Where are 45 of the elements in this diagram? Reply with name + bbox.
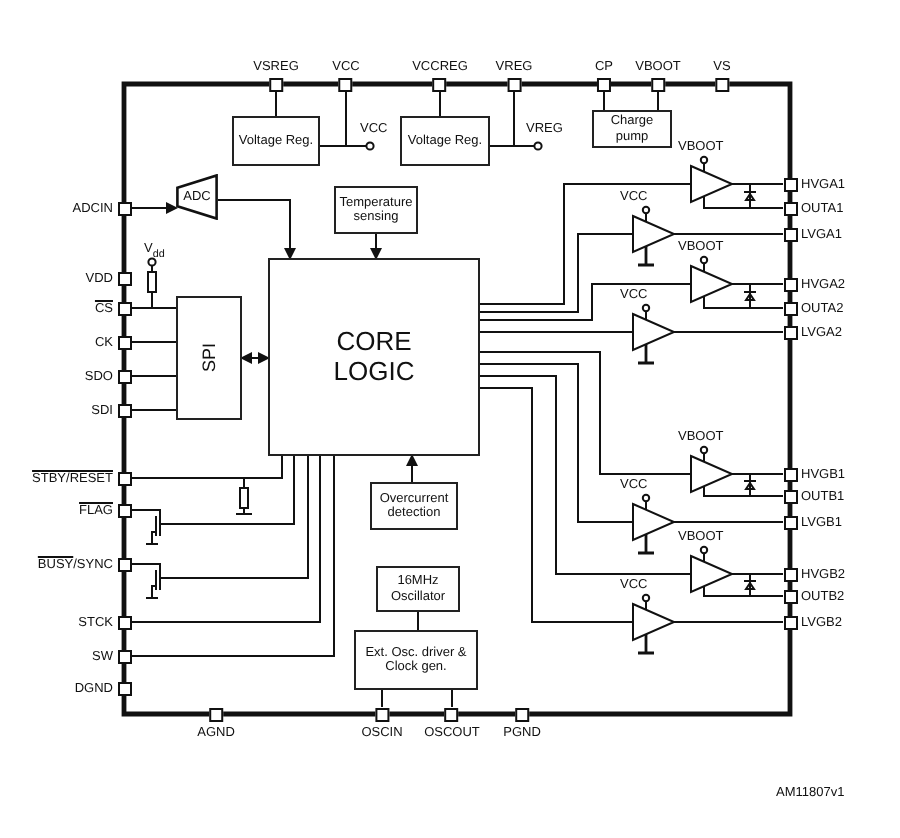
connector-line (703, 585, 784, 597)
connector-line (130, 409, 177, 411)
connector-line (130, 455, 283, 479)
connector-line (703, 485, 784, 497)
connector-line (479, 331, 633, 333)
connector-line (479, 363, 633, 523)
connector-line (130, 455, 321, 623)
connector-line (275, 90, 277, 117)
connector-line (731, 573, 784, 575)
connector-line (703, 195, 784, 209)
connector-line (479, 283, 691, 321)
connector-line (479, 233, 633, 313)
arrow (370, 233, 382, 260)
connector-line (130, 455, 335, 657)
connector-line (479, 183, 691, 305)
connector-line (731, 283, 784, 285)
core-logic-block: CORE LOGIC (268, 258, 480, 456)
connector-line (130, 455, 309, 579)
connector-line (603, 90, 605, 111)
connector-line (657, 90, 659, 111)
connector-line (479, 375, 691, 575)
spi-block: SPI (176, 296, 242, 420)
connector-line (417, 611, 419, 631)
connector-line (439, 90, 441, 117)
connector-line (489, 90, 515, 147)
connector-line (130, 307, 177, 309)
connector-line (479, 351, 691, 475)
arrow (217, 199, 296, 260)
connector-line (731, 473, 784, 475)
connector-line (130, 455, 295, 525)
connector-line (703, 295, 784, 309)
connector-line (673, 521, 784, 523)
connector-line (673, 331, 784, 333)
arrow (130, 202, 178, 214)
connector-line (673, 233, 784, 235)
arrow (406, 454, 418, 483)
connector-line (479, 387, 633, 623)
connector-line (130, 375, 177, 377)
connector-line (451, 689, 453, 708)
connector-line (673, 621, 784, 623)
connector-line (381, 689, 383, 708)
connector-line (130, 341, 177, 343)
connector-line (319, 90, 347, 147)
connector-line (731, 183, 784, 185)
arrow (240, 352, 270, 364)
